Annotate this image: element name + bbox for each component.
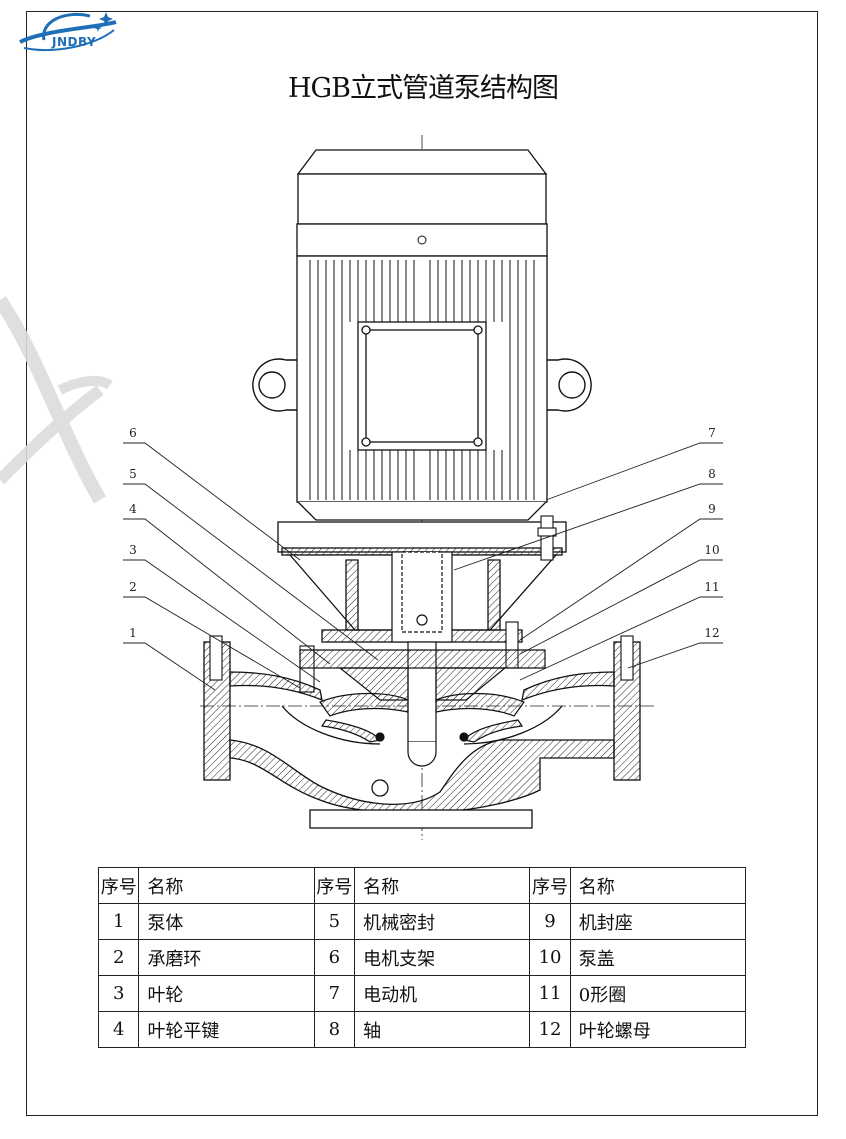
pump-structure-drawing [0, 135, 723, 840]
callout-11: 11 [704, 580, 720, 594]
table-row: 4 叶轮平键 8 轴 12 叶轮螺母 [97, 1011, 747, 1048]
part-no: 3 [97, 975, 140, 1012]
callout-12: 12 [704, 626, 720, 640]
part-no: 5 [313, 903, 356, 940]
part-name: 机械密封 [354, 903, 531, 940]
callout-5: 5 [129, 467, 137, 481]
part-name: 叶轮螺母 [569, 1011, 747, 1048]
impeller [319, 692, 525, 743]
motor-fins [309, 260, 535, 500]
header-name: 名称 [138, 867, 315, 904]
part-no: 11 [529, 975, 571, 1012]
part-no: 10 [529, 939, 571, 976]
table-row: 2 承磨环 6 电机支架 10 泵盖 [97, 939, 747, 976]
header-no: 序号 [313, 867, 356, 904]
drawing-frame [26, 11, 818, 1116]
callout-1: 1 [129, 626, 137, 640]
leader-lines [123, 442, 723, 691]
callout-10: 10 [704, 543, 720, 557]
part-name: 叶轮 [138, 975, 315, 1012]
company-logo: JNDBY [14, 4, 124, 58]
globe-orbit-logo-icon [19, 12, 117, 51]
part-no: 4 [97, 1011, 140, 1048]
diagram-title: HGB立式管道泵结构图 [288, 73, 559, 104]
part-name: 轴 [354, 1011, 531, 1048]
parts-table: 序号 名称 序号 名称 序号 名称 1 泵体 5 机械密封 9 机封座 2 承磨… [97, 867, 747, 1048]
header-no: 序号 [97, 867, 140, 904]
header-name: 名称 [354, 867, 531, 904]
terminal-box [357, 321, 487, 451]
watermark [0, 296, 113, 504]
callout-8: 8 [708, 467, 716, 481]
part-no: 7 [313, 975, 356, 1012]
part-name: 叶轮平键 [138, 1011, 315, 1048]
table-header-row: 序号 名称 序号 名称 序号 名称 [97, 867, 747, 904]
part-no: 12 [529, 1011, 571, 1048]
callout-2: 2 [129, 580, 137, 594]
part-name: 承磨环 [138, 939, 315, 976]
flange-bolts [209, 635, 634, 681]
callout-9: 9 [708, 502, 716, 516]
table-row: 3 叶轮 7 电动机 11 0形圈 [97, 975, 747, 1012]
callout-7: 7 [708, 426, 716, 440]
part-name: 电动机 [354, 975, 531, 1012]
part-no: 6 [313, 939, 356, 976]
lifting-eyes [252, 358, 592, 412]
table-row: 1 泵体 5 机械密封 9 机封座 [97, 903, 747, 940]
part-no: 2 [97, 939, 140, 976]
header-no: 序号 [529, 867, 571, 904]
callout-3: 3 [129, 543, 137, 557]
header-name: 名称 [569, 867, 747, 904]
logo-text: JNDBY [52, 35, 97, 49]
part-name: 机封座 [569, 903, 747, 940]
part-name: 0形圈 [569, 975, 747, 1012]
pump-cover [299, 649, 546, 701]
part-no: 9 [529, 903, 571, 940]
shaft [391, 551, 453, 767]
callout-4: 4 [129, 502, 137, 516]
part-no: 1 [97, 903, 140, 940]
part-name: 电机支架 [354, 939, 531, 976]
part-no: 8 [313, 1011, 356, 1048]
part-name: 泵体 [138, 903, 315, 940]
callout-6: 6 [129, 426, 137, 440]
part-name: 泵盖 [569, 939, 747, 976]
